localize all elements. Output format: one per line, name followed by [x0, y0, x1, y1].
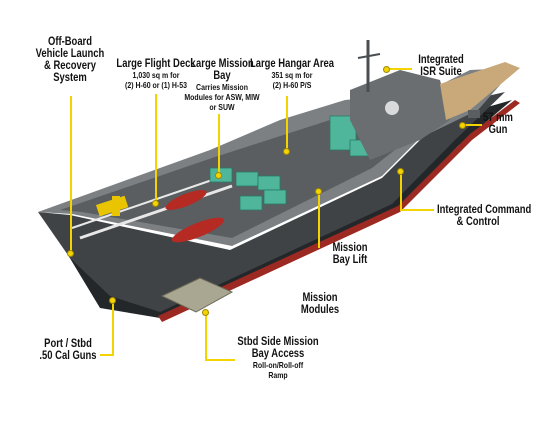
callout-offboard: Off-Board Vehicle Launch & Recovery Syst… [35, 36, 105, 85]
leader-flight-deck [155, 94, 157, 204]
callout-flight-deck: Large Flight Deck 1,030 sq m for (2) H-6… [116, 58, 196, 90]
flight-deck-rail [79, 184, 233, 240]
gun-turret [468, 110, 480, 118]
leader-mission-bay [218, 114, 220, 176]
callout-side-access: Stbd Side Mission Bay Access Roll-on/Rol… [237, 336, 319, 381]
leader-command [400, 170, 402, 210]
radar-dome [385, 101, 399, 115]
callout-isr: Integrated ISR Suite [418, 54, 464, 79]
leader-hangar [286, 96, 288, 151]
leader-dot [459, 122, 466, 129]
callout-guns50: Port / Stbd .50 Cal Guns [39, 338, 97, 363]
callout-gun57: 57 mm Gun [483, 112, 513, 137]
mission-containers [209, 115, 371, 211]
mast [357, 53, 381, 59]
side-ramp [160, 277, 234, 313]
rigid-hull-boat [171, 217, 225, 243]
leader-dot [152, 200, 159, 207]
callout-hangar: Large Hangar Area 351 sq m for (2) H-60 … [249, 58, 335, 90]
leader-dot [109, 297, 116, 304]
leader-bay-lift [318, 190, 320, 248]
leader-isr [386, 68, 412, 70]
callout-command: Integrated Command & Control [437, 204, 532, 229]
bow-deck [440, 62, 520, 120]
leader-dot [383, 66, 390, 73]
leader-dot [202, 309, 209, 316]
leader-guns50 [112, 300, 114, 355]
leader-command [400, 209, 434, 211]
leader-side-access [205, 359, 235, 361]
leader-dot [397, 168, 404, 175]
leader-side-access [205, 312, 207, 360]
callout-mission-bay: Large Mission Bay Carries Mission Module… [184, 58, 260, 112]
callout-modules: Mission Modules [300, 292, 340, 317]
leader-dot [67, 250, 74, 257]
leader-dot [215, 172, 222, 179]
callout-bay-lift: Mission Bay Lift [332, 242, 368, 267]
rigid-hull-boat [165, 190, 207, 210]
leader-guns50 [100, 354, 114, 356]
superstructure [350, 70, 450, 160]
leader-gun57 [462, 124, 482, 126]
leader-offboard [70, 96, 72, 251]
flight-deck-rail [71, 177, 219, 229]
launch-crane [112, 196, 120, 216]
leader-dot [283, 148, 290, 155]
hull-side [38, 92, 505, 312]
leader-dot [315, 188, 322, 195]
